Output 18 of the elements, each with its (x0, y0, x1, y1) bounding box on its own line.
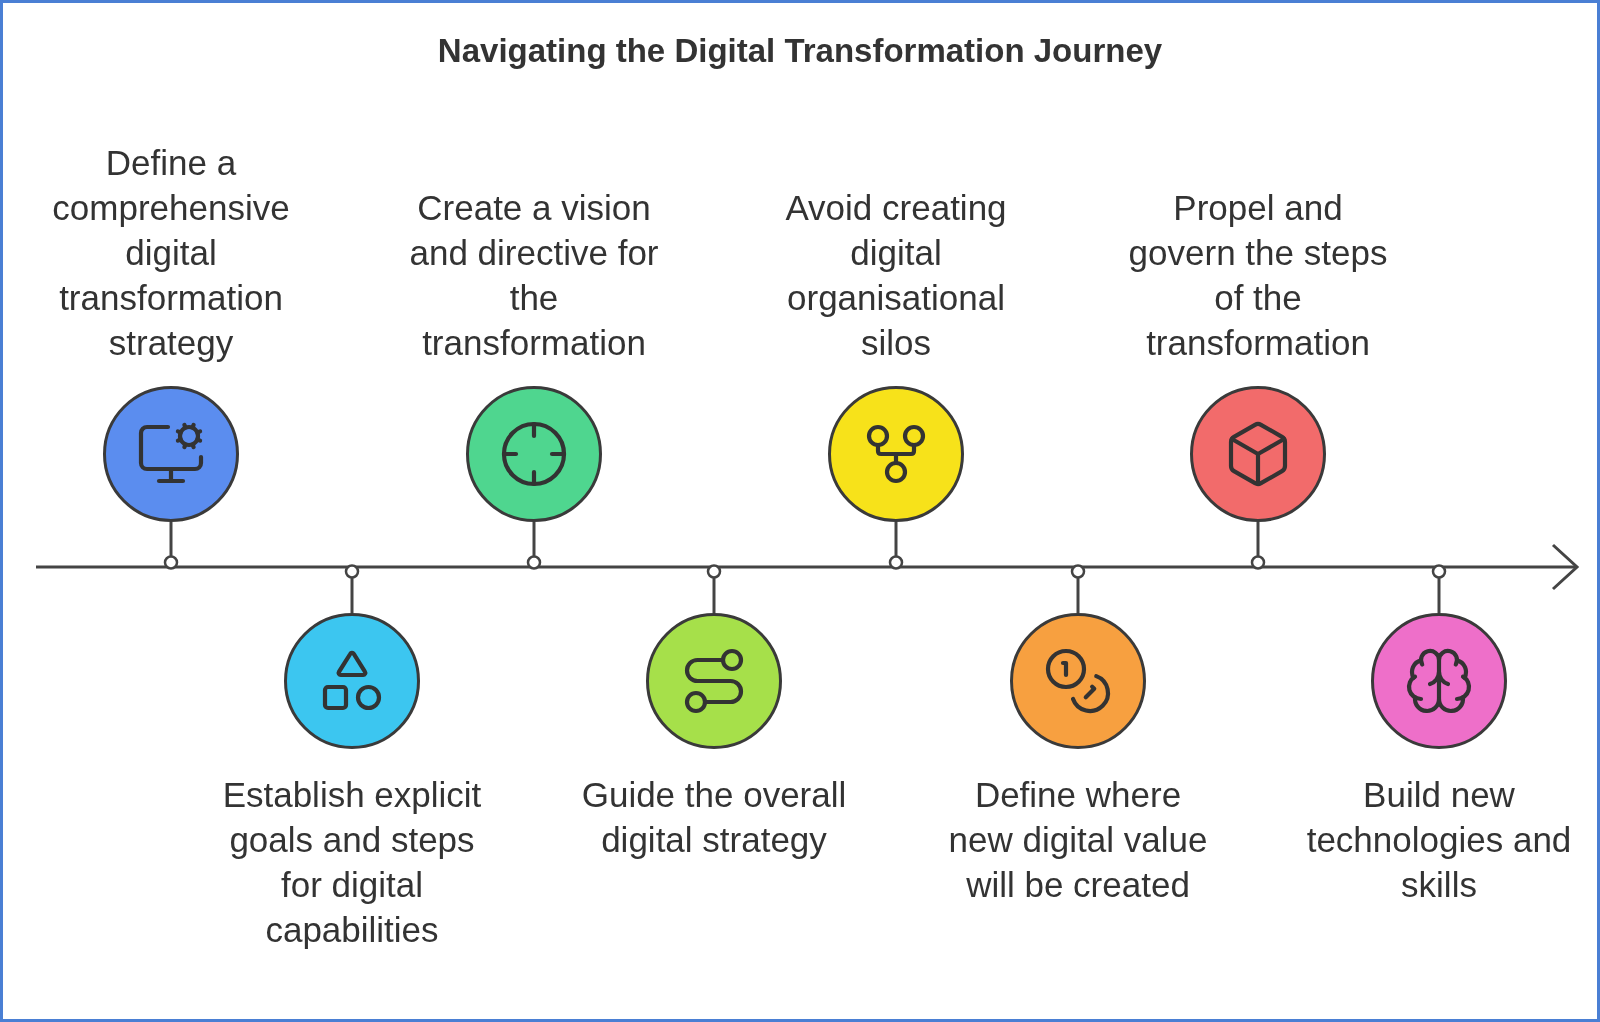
step-label: Establish explicit goals and steps for digital capabilities (221, 774, 483, 951)
step-label: Avoid creating digital organisational silos (784, 187, 1008, 364)
step-label: Create a vision and directive for the transformation (408, 187, 660, 364)
timeline-arrow (36, 543, 1580, 591)
step-label: Define where new digital value will be created (947, 774, 1209, 906)
stem-line (1250, 522, 1266, 570)
step-label: Guide the overall digital strategy (581, 774, 847, 861)
title: Navigating the Digital Transformation Journey (437, 31, 1163, 71)
step-label: Define a comprehensive digital transformation strategy (51, 142, 291, 364)
step-label: Build new technologies and skills (1306, 774, 1572, 906)
stem-line (526, 522, 542, 570)
stem-line (1070, 564, 1086, 613)
step-label: Propel and govern the steps of the transformation (1127, 187, 1389, 364)
stem-line (888, 522, 904, 570)
stem-line (344, 564, 360, 613)
stem-line (706, 564, 722, 613)
stem-line (1431, 564, 1447, 613)
stem-line (163, 522, 179, 570)
